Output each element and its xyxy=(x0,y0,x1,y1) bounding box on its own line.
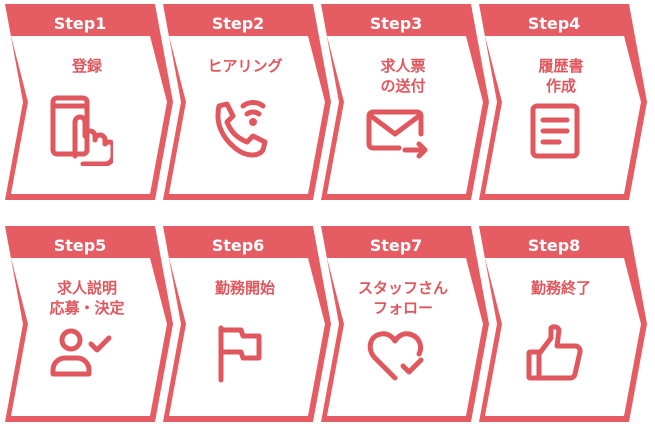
step-6-title: 勤務開始 xyxy=(214,279,275,297)
step-3-chevron-shape xyxy=(321,4,489,200)
step-1-title: 登録 xyxy=(71,57,102,75)
step-7-title: スタッフさん フォロー xyxy=(357,279,448,317)
step-8: Step8 勤務終了 xyxy=(479,226,649,422)
step-5: Step5 求人説明 応募・決定 xyxy=(5,226,175,422)
step-5-chevron-shape xyxy=(5,226,173,422)
step-5-header: Step5 xyxy=(53,235,107,255)
step-6-header: Step6 xyxy=(211,235,265,255)
thumbs-up-icon xyxy=(523,316,587,388)
heart-check-icon xyxy=(365,316,429,388)
step-8-chevron-shape xyxy=(479,226,647,422)
flag-icon xyxy=(207,316,271,388)
smartphone-tap-icon xyxy=(49,94,116,167)
step-5-title: 求人説明 応募・決定 xyxy=(49,279,125,317)
step-6: Step6 勤務開始 xyxy=(163,226,333,422)
step-7: Step7 スタッフさん フォロー xyxy=(321,226,491,422)
step-1-header: Step1 xyxy=(53,13,107,33)
step-1: Step1 登録 xyxy=(5,4,175,200)
user-check-icon xyxy=(49,316,113,388)
step-2-header: Step2 xyxy=(211,13,265,33)
step-3-title: 求人票 の送付 xyxy=(380,57,426,95)
step-2-title: ヒアリング xyxy=(207,57,283,75)
step-4: Step4 履歴書 作成 xyxy=(479,4,649,200)
step-7-header: Step7 xyxy=(369,235,423,255)
step-2: Step2 ヒアリング xyxy=(163,4,333,200)
document-icon xyxy=(523,94,587,166)
step-4-chevron-shape xyxy=(479,4,647,200)
step-8-title: 勤務終了 xyxy=(530,279,591,297)
mail-send-icon xyxy=(365,94,429,166)
step-3: Step3 求人票 の送付 xyxy=(321,4,491,200)
step-8-header: Step8 xyxy=(527,235,581,255)
step-7-chevron-shape xyxy=(321,226,489,422)
step-3-header: Step3 xyxy=(369,13,423,33)
step-4-title: 履歴書 作成 xyxy=(538,57,584,95)
phone-call-icon xyxy=(207,94,271,166)
step-4-header: Step4 xyxy=(527,13,581,33)
